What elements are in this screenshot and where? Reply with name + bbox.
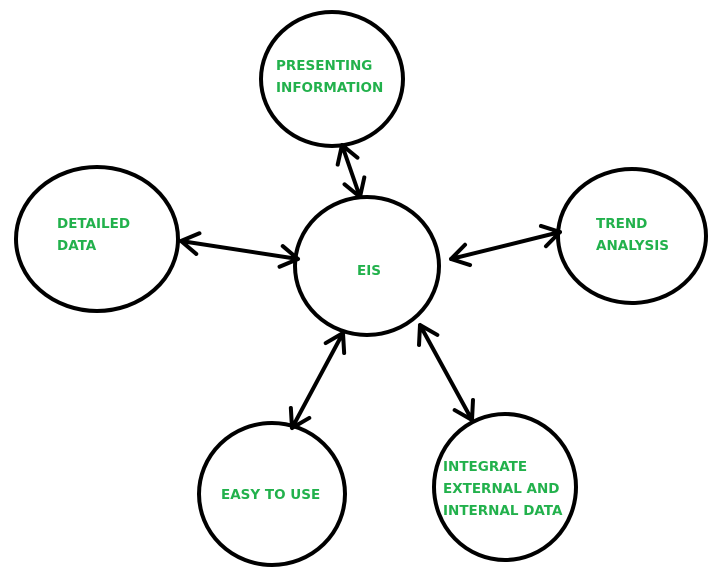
label-presenting-1: PRESENTING [276, 58, 372, 74]
node-easy-to-use [197, 421, 347, 567]
label-detailed-1: DETAILED [57, 216, 130, 232]
node-detailed-data [14, 165, 180, 313]
arrow-trend-eis [449, 223, 562, 268]
label-eis: EIS [357, 263, 381, 279]
arrow-easy-eis [288, 331, 347, 430]
label-integrate-2: EXTERNAL AND [443, 481, 559, 497]
label-easy: EASY TO USE [221, 487, 320, 503]
arrow-integrate-eis [417, 323, 475, 422]
node-presenting-information [259, 10, 405, 148]
node-eis [293, 195, 441, 337]
label-presenting-2: INFORMATION [276, 80, 383, 96]
node-trend-analysis [556, 167, 708, 305]
arrow-detailed-eis [179, 231, 300, 269]
label-integrate-3: INTERNAL DATA [443, 503, 563, 519]
arrow-presenting-eis [335, 143, 367, 199]
node-integrate-data [432, 412, 578, 562]
label-detailed-2: DATA [57, 238, 97, 254]
label-trend-2: ANALYSIS [596, 238, 669, 254]
label-trend-1: TREND [596, 216, 647, 232]
label-integrate-1: INTEGRATE [443, 459, 527, 475]
